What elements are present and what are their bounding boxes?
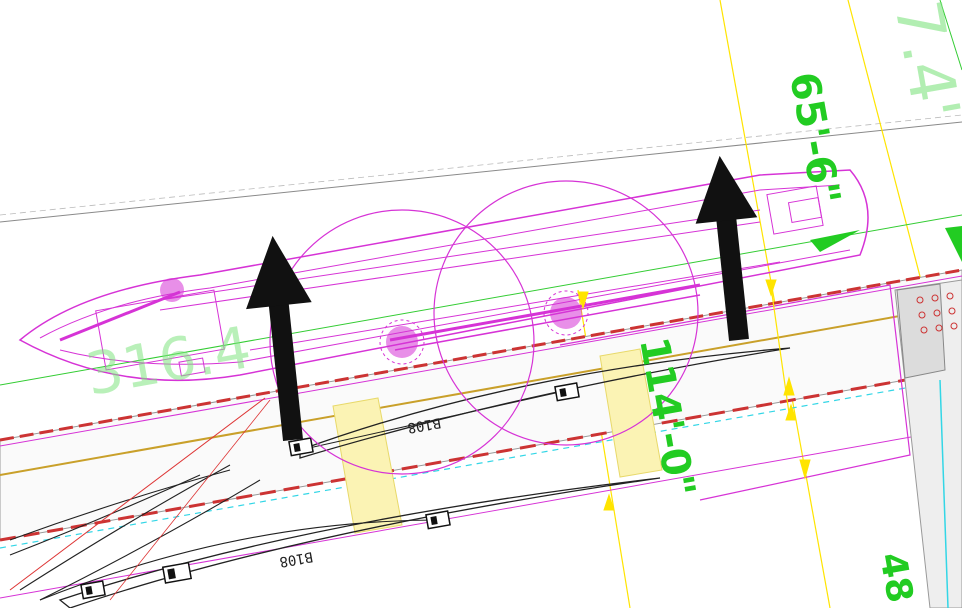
ship-house (95, 289, 225, 371)
red-diag-1 (9, 397, 266, 591)
crane-pivot-1 (386, 326, 418, 358)
ship-deck-line-2 (59, 249, 851, 365)
pier-edge-lower (0, 368, 962, 542)
crane-pivot-ring-2 (543, 290, 589, 336)
crane-swing-circle-2 (433, 180, 699, 446)
vehicle-2 (554, 382, 580, 402)
grid-number-316-4: 316.4 (81, 313, 256, 409)
slender-outline-1 (299, 347, 791, 459)
guide-line-top (0, 121, 962, 223)
ship-boom-3 (249, 261, 781, 351)
ship-crane-arm-1 (389, 283, 701, 342)
rail-line (0, 304, 962, 476)
slender-outline-1-axis (299, 391, 561, 451)
right-structure-holes (916, 292, 958, 334)
vehicle-1 (288, 437, 314, 457)
ship-hull (18, 169, 869, 382)
ship-crane-arm-2 (394, 294, 701, 351)
vehicle-4 (161, 561, 193, 584)
number-48: 48 (871, 549, 920, 605)
ship-deck-line (39, 184, 841, 339)
slender-outline-6 (19, 464, 231, 591)
bay-left (332, 397, 403, 534)
guide-line-top-dashed (0, 114, 962, 216)
pier-edge-red (0, 268, 962, 442)
cyan-line (0, 377, 962, 549)
green-guide (0, 214, 962, 386)
green-guide-2 (939, 0, 962, 71)
pier-edge-magenta (0, 275, 962, 447)
grid-number-7-4: 7.4' (879, 0, 962, 125)
vehicle-5 (80, 580, 106, 600)
red-diag-2 (109, 399, 271, 601)
crane-pivot-bow (160, 278, 184, 302)
slender-outline-4 (9, 469, 231, 541)
dimension-arrows (577, 279, 811, 511)
crane-swing-circle-1 (269, 209, 535, 475)
crane-pivot-ring-1 (379, 319, 425, 365)
dimension-65-6: 65'-6" (780, 69, 848, 208)
tag-b108-upper: B108 (406, 414, 442, 436)
tag-b108-lower: B108 (278, 548, 314, 570)
green-marker-1 (810, 230, 860, 252)
crane-pivot-2 (550, 297, 582, 329)
arrow-up-icon (246, 235, 312, 441)
green-marker-2 (945, 226, 962, 262)
arrow-up-icon (695, 155, 758, 341)
ship-stern-inner (787, 196, 823, 224)
slender-outline-5 (9, 474, 201, 556)
slender-outline-7 (39, 479, 261, 601)
right-cyan-edge (939, 379, 949, 608)
slender-outline-3 (39, 519, 441, 601)
vehicle-3 (425, 510, 451, 530)
slender-outline-2 (58, 477, 661, 608)
ship-hatch (178, 357, 206, 377)
